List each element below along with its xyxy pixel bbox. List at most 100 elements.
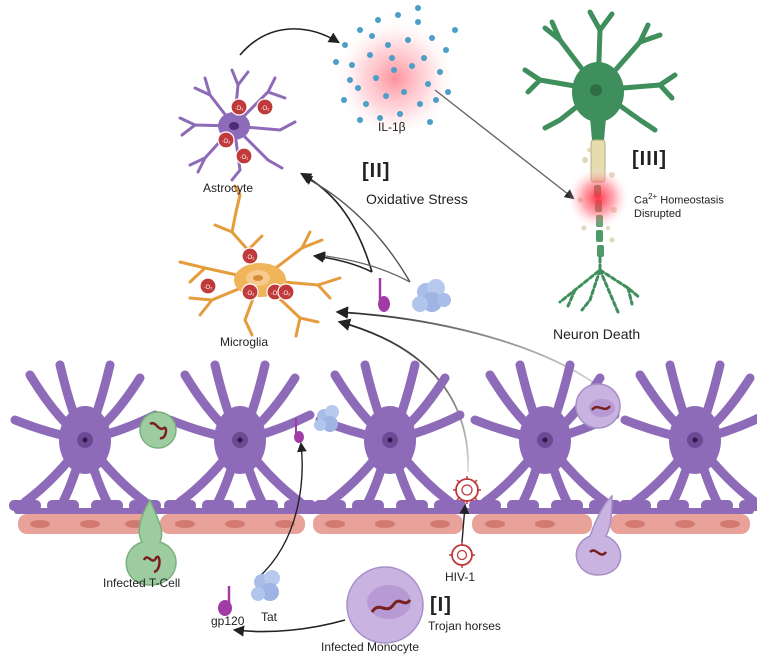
- il1b-dot: [405, 37, 411, 43]
- infected-t-cell-label: Infected T-Cell: [103, 576, 181, 590]
- bbb-astrocyte: [619, 360, 757, 511]
- il1b-dot: [342, 42, 348, 48]
- il1b-dot: [443, 47, 449, 53]
- hiv1-label: HIV-1: [445, 570, 476, 584]
- neuron-death-label: Neuron Death: [553, 326, 641, 342]
- il1b-dot: [355, 85, 361, 91]
- endothelial-nucleus: [430, 520, 450, 528]
- il1b-dot: [333, 59, 339, 65]
- il1b-dot: [373, 75, 379, 81]
- tat-protein-icon: [251, 570, 280, 601]
- svg-text:·O₂: ·O₂: [235, 106, 245, 112]
- infected-t-cell-crossing: [125, 498, 177, 586]
- endothelial-nucleus: [375, 520, 395, 528]
- bbb-astrocyte: [314, 360, 466, 511]
- svg-text:·O₂: ·O₂: [246, 291, 256, 297]
- arrow-icon: [232, 619, 346, 637]
- blood-brain-barrier-astrocytes: [9, 360, 757, 514]
- arrow-icon: [316, 251, 411, 283]
- stage-two-label: [II]: [362, 160, 391, 182]
- endothelial-nucleus: [625, 520, 645, 528]
- il1b-dot: [417, 101, 423, 107]
- endothelial-nucleus: [720, 520, 740, 528]
- stage-three-label: [III]: [632, 148, 667, 170]
- ros-icon: ·O₂: [199, 277, 217, 295]
- endothelial-nucleus: [225, 520, 245, 528]
- il1b-dot: [369, 33, 375, 39]
- il1b-dot: [389, 55, 395, 61]
- tat-protein-icon: [412, 279, 451, 312]
- endothelial-nucleus: [80, 520, 100, 528]
- infected-monocyte-crossing: [575, 494, 622, 576]
- il1b-dot: [397, 111, 403, 117]
- il1b-cytokine-dots: [333, 5, 458, 125]
- arrow-icon: [434, 89, 575, 200]
- il1b-dot: [427, 119, 433, 125]
- virus-icon: [449, 542, 475, 568]
- endothelial-layer: [18, 514, 750, 534]
- ros-icon: ·O₂: [241, 283, 259, 301]
- il1b-dot: [452, 27, 458, 33]
- svg-text:·O₂: ·O₂: [271, 291, 281, 297]
- endothelial-nucleus: [175, 520, 195, 528]
- tat-label: Tat: [261, 610, 278, 624]
- calcium-line1: Homeostasis: [657, 194, 724, 207]
- tat-protein-icon: [314, 405, 339, 432]
- il1b-dot: [421, 55, 427, 61]
- endothelial-nucleus: [485, 520, 505, 528]
- gp120-icon: [294, 418, 304, 443]
- ros-group: ·O₂ ·O₂ ·O₂ ·O₂ ·O₂ ·O₂ ·O₂ ·O₂ ·O₂: [199, 98, 295, 301]
- il1b-dot: [341, 97, 347, 103]
- il1b-label: IL-1β: [378, 120, 406, 134]
- ros-icon: ·O₂: [235, 147, 253, 165]
- il1b-dot: [357, 27, 363, 33]
- il1b-dot: [401, 89, 407, 95]
- il1b-dot: [377, 115, 383, 121]
- il1b-dot: [437, 69, 443, 75]
- calcium-homeostasis-label: Ca2+ Homeostasis Disrupted: [634, 190, 724, 221]
- bbb-astrocyte: [164, 360, 316, 511]
- il1b-dot: [363, 101, 369, 107]
- infected-monocyte-label: Infected Monocyte: [321, 640, 420, 654]
- stage-one-label: [I]: [430, 594, 452, 616]
- arrow-icon: [302, 176, 411, 283]
- endothelial-nucleus: [675, 520, 695, 528]
- il1b-dot: [383, 93, 389, 99]
- arrow-icon: [257, 442, 307, 579]
- il1b-dot: [425, 81, 431, 87]
- endothelial-nucleus: [325, 520, 345, 528]
- ros-icon: ·O₂: [241, 247, 259, 265]
- svg-text:·O₂: ·O₂: [282, 291, 292, 297]
- il1b-dot: [409, 63, 415, 69]
- microglia: [178, 184, 342, 338]
- endothelial-nucleus: [535, 520, 555, 528]
- svg-text:·O₂: ·O₂: [222, 139, 232, 145]
- il1b-dot: [349, 62, 355, 68]
- il1b-dot: [391, 67, 397, 73]
- oxidative-stress-label: Oxidative Stress: [366, 191, 468, 207]
- arrow-icon: [335, 306, 611, 396]
- astrocyte-label: Astrocyte: [203, 181, 254, 195]
- calcium-prefix: Ca: [634, 194, 649, 207]
- svg-text:·O₂: ·O₂: [204, 285, 214, 291]
- calcium-charge: 2+: [648, 192, 658, 201]
- ros-icon: ·O₂: [256, 98, 274, 116]
- gp120-icon: [218, 586, 232, 616]
- calcium-line2: Disrupted: [634, 207, 682, 220]
- gp120-icon: [378, 278, 390, 312]
- ros-icon: ·O₂: [277, 283, 295, 301]
- infected-monocyte: [346, 566, 424, 644]
- trojan-horses-label: Trojan horses: [428, 619, 501, 633]
- il1b-dot: [415, 19, 421, 25]
- stage-two-arrows: [300, 172, 411, 283]
- il1b-dot: [395, 12, 401, 18]
- gp120-label: gp120: [211, 614, 245, 628]
- arrow-icon: [459, 504, 470, 543]
- ros-icon: ·O₂: [230, 98, 248, 116]
- arrow-icon: [239, 28, 340, 56]
- il1b-dot: [415, 5, 421, 11]
- glia-limitans: [14, 508, 754, 514]
- il1b-dot: [433, 97, 439, 103]
